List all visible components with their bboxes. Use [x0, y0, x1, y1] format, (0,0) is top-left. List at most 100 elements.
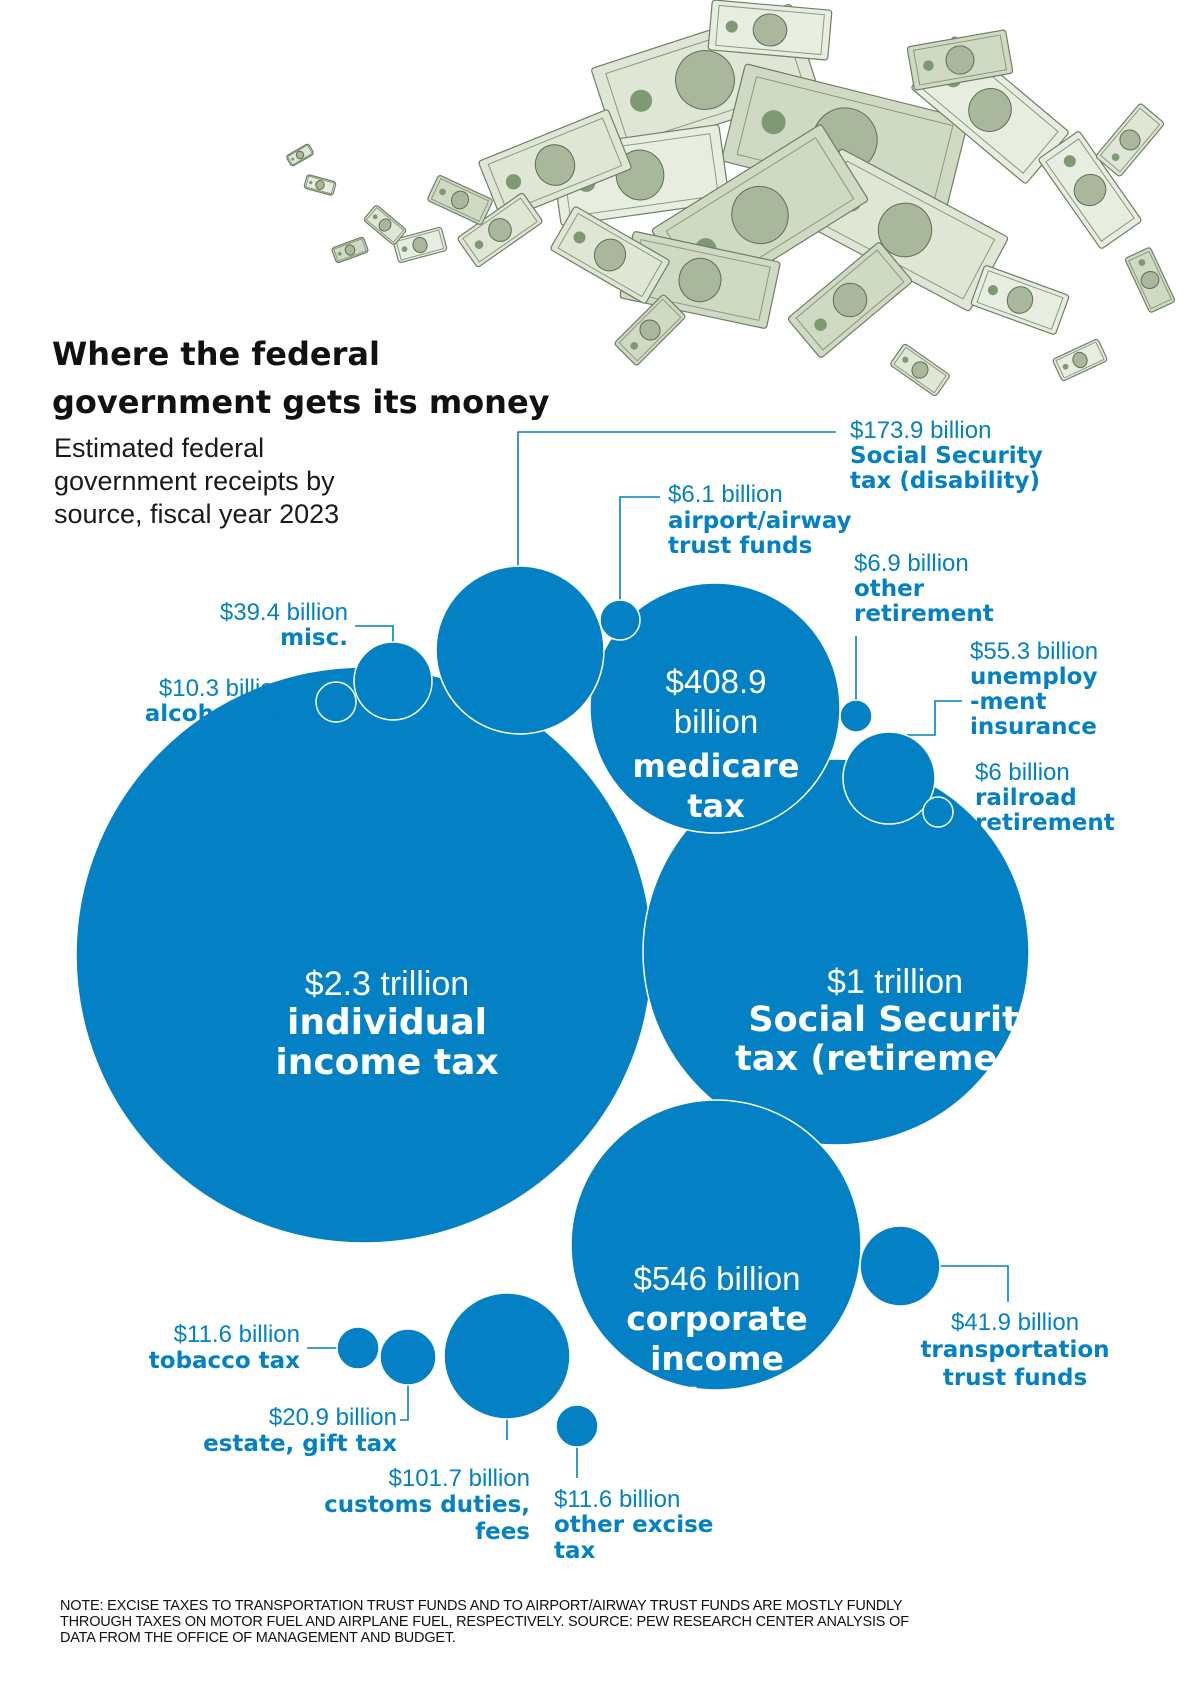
source-note-line: NOTE: EXCISE TAXES TO TRANSPORTATION TRU…: [60, 1598, 903, 1614]
bill-border: [893, 346, 947, 394]
dollar-bill-shape: [1095, 103, 1165, 177]
bill-seal: [1111, 153, 1120, 161]
dollar-bill-shape: [614, 294, 686, 366]
label-name-transportation-trust-funds: transportation: [920, 1337, 1109, 1363]
label-name-airport-airway-trust-funds: trust funds: [668, 533, 812, 559]
leader-line-misc: [355, 625, 394, 642]
label-value-social-security-disability: $173.9 billion: [850, 417, 991, 444]
chart-subtitle-line: Estimated federal: [54, 433, 265, 463]
bill-seal: [573, 231, 586, 244]
bubble-value-corporate-income-tax: $546 billion: [634, 1260, 801, 1297]
bill-seal: [761, 110, 786, 135]
bill-portrait: [412, 236, 428, 254]
label-name-customs-duties-fees: customs duties,: [324, 1492, 530, 1518]
bill-portrait: [378, 218, 392, 232]
bill-seal: [630, 341, 639, 350]
label-name-other-excise-tax: other excise: [554, 1512, 713, 1538]
bubble-medicare-tax: [589, 582, 841, 834]
bubble-name-medicare-tax: medicare: [633, 747, 800, 785]
bill-seal: [725, 20, 738, 33]
dollar-bill-shape: [427, 175, 493, 225]
bill-border: [1099, 107, 1161, 173]
bubble-value-medicare-tax: billion: [674, 703, 758, 740]
bubble-other-retirement: [839, 699, 873, 733]
bill-seal: [1063, 155, 1076, 168]
dollar-bill-shape: [363, 205, 407, 245]
chart-subtitle-line: source, fiscal year 2023: [54, 499, 340, 529]
bill-seal: [923, 60, 934, 71]
bill-border: [365, 206, 405, 244]
label-name-social-security-disability: tax (disability): [850, 468, 1040, 494]
bubble-misc: [353, 641, 433, 721]
bill-border: [395, 229, 445, 261]
label-value-customs-duties-fees: $101.7 billion: [389, 1465, 530, 1492]
bill-seal: [291, 157, 295, 161]
leader-line-estate-gift-tax: [400, 1385, 409, 1421]
bill-border: [430, 178, 490, 222]
bill-seal: [1062, 363, 1069, 370]
dollar-bill-shape: [890, 343, 950, 397]
bill-portrait: [752, 13, 788, 47]
chart-subtitle: Estimated federal government receipts by…: [54, 432, 339, 531]
bill-border: [557, 212, 663, 298]
dollar-bill-shape: [457, 192, 543, 268]
bill-seal: [372, 214, 378, 220]
bubble-railroad-retirement: [922, 796, 954, 828]
bill-border: [1055, 341, 1105, 379]
bill-portrait: [295, 150, 305, 160]
bill-seal: [902, 356, 909, 363]
bubble-tobacco-tax: [336, 1326, 380, 1370]
chart-title: Where the federal government gets its mo…: [52, 330, 550, 426]
bubble-name-individual-income-tax: income tax: [275, 1042, 498, 1083]
bill-portrait: [315, 180, 325, 190]
bill-seal: [987, 285, 998, 296]
bill-border: [333, 238, 367, 262]
bubble-corporate-income-tax: [570, 1099, 862, 1391]
bill-portrait: [1140, 270, 1160, 290]
label-name-railroad-retirement: retirement: [975, 810, 1115, 836]
dollar-bill-shape: [707, 0, 833, 61]
bill-border: [1045, 138, 1135, 242]
dollar-bill-shape: [970, 265, 1070, 335]
dollar-bill-shape: [303, 174, 337, 196]
bubble-alcohol-tax: [315, 681, 357, 723]
label-name-estate-gift-tax: estate, gift tax: [203, 1431, 397, 1457]
label-name-airport-airway-trust-funds: airport/airway: [668, 508, 852, 534]
label-name-customs-duties-fees: fees: [475, 1519, 530, 1545]
bubble-social-security-disability: [435, 565, 605, 735]
bubble-name-corporate-income-tax: income: [650, 1339, 784, 1378]
label-name-other-excise-tax: tax: [554, 1538, 596, 1564]
bill-portrait: [832, 282, 868, 318]
label-value-other-retirement: $6.9 billion: [854, 550, 969, 577]
bubble-name-corporate-income-tax: corporate: [626, 1299, 808, 1338]
label-value-estate-gift-tax: $20.9 billion: [269, 1404, 397, 1431]
chart-subtitle-line: government receipts by: [54, 466, 335, 496]
label-name-misc: misc.: [280, 625, 348, 651]
bubble-name-social-security-retirement: Social Security: [748, 1000, 1041, 1040]
bill-portrait: [678, 257, 722, 303]
bill-portrait: [639, 319, 661, 341]
bill-seal: [337, 251, 342, 256]
bill-border: [305, 175, 335, 195]
leader-line-transportation-trust-funds: [940, 1265, 1009, 1302]
leader-line-social-security-disability: [517, 431, 836, 578]
bill-seal: [814, 318, 827, 331]
bill-portrait: [945, 45, 975, 75]
bill-portrait: [450, 190, 470, 210]
bill-portrait: [877, 202, 933, 258]
dollar-bill-shape: [392, 227, 448, 263]
bubble-name-medicare-tax: tax: [687, 787, 745, 825]
bill-portrait: [1073, 173, 1107, 207]
bubble-transportation-trust-funds: [859, 1225, 941, 1307]
dollar-bill-shape: [1038, 131, 1142, 249]
bill-border: [913, 34, 1007, 86]
label-value-transportation-trust-funds: $41.9 billion: [951, 1309, 1079, 1336]
label-name-other-retirement: retirement: [854, 601, 994, 627]
bill-seal: [630, 89, 653, 112]
label-name-other-retirement: other: [854, 576, 925, 602]
bill-border: [487, 117, 623, 213]
label-value-other-excise-tax: $11.6 billion: [554, 1486, 680, 1513]
dollar-bill-shape: [550, 206, 670, 304]
dollar-bill-shape: [286, 143, 314, 167]
